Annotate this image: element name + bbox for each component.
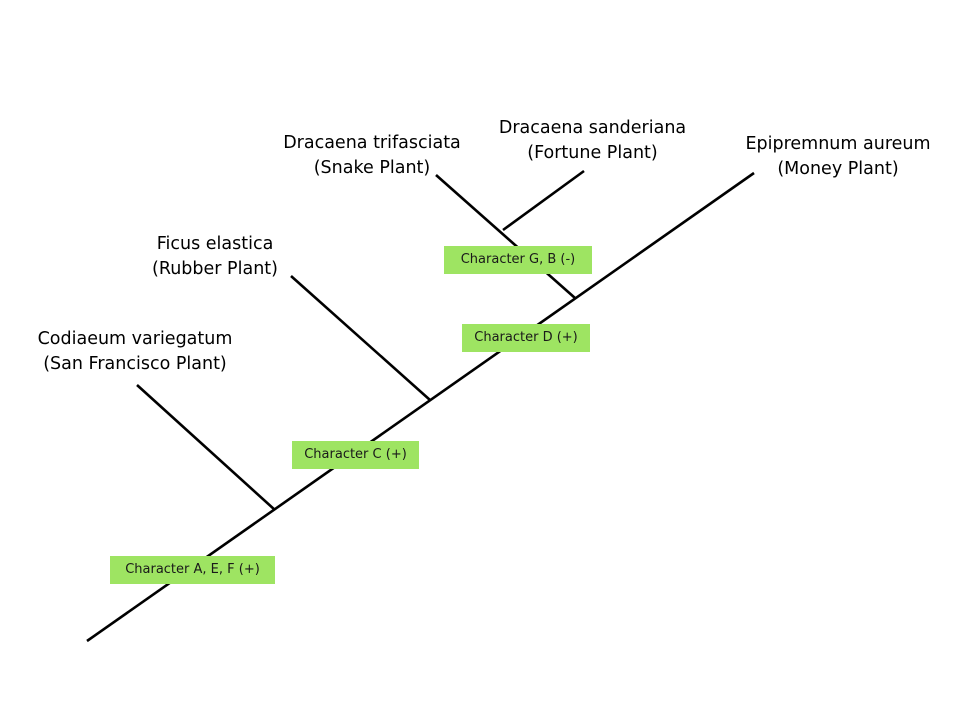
taxon-epipremnum: Epipremnum aureum (Money Plant): [728, 132, 948, 182]
taxon-ficus-common: (Rubber Plant): [152, 259, 278, 279]
taxon-ficus: Ficus elastica (Rubber Plant): [125, 232, 305, 282]
branch-codiaeum-line: [136, 384, 276, 511]
taxon-epipremnum-name: Epipremnum aureum: [745, 134, 931, 154]
character-d-label: Character D (+): [462, 324, 590, 352]
taxon-codiaeum-common: (San Francisco Plant): [43, 354, 227, 374]
taxon-ficus-name: Ficus elastica: [156, 234, 274, 254]
taxon-trifasciata-name: Dracaena trifasciata: [283, 133, 461, 153]
character-gb-label: Character G, B (-): [444, 246, 592, 274]
branch-ficus-line: [290, 275, 431, 401]
taxon-epipremnum-common: (Money Plant): [777, 159, 899, 179]
character-aef-label: Character A, E, F (+): [110, 556, 275, 584]
taxon-sanderiana-name: Dracaena sanderiana: [498, 118, 687, 138]
taxon-sanderiana-common: (Fortune Plant): [527, 143, 658, 163]
taxon-trifasciata: Dracaena trifasciata (Snake Plant): [262, 131, 482, 181]
taxon-sanderiana: Dracaena sanderiana (Fortune Plant): [480, 116, 705, 166]
taxon-codiaeum: Codiaeum variegatum (San Francisco Plant…: [20, 327, 250, 377]
branch-trifasciata-line: [435, 174, 576, 299]
branch-sanderiana-line: [502, 169, 585, 232]
taxon-codiaeum-name: Codiaeum variegatum: [37, 329, 233, 349]
taxon-trifasciata-common: (Snake Plant): [313, 158, 431, 178]
character-c-label: Character C (+): [292, 441, 419, 469]
